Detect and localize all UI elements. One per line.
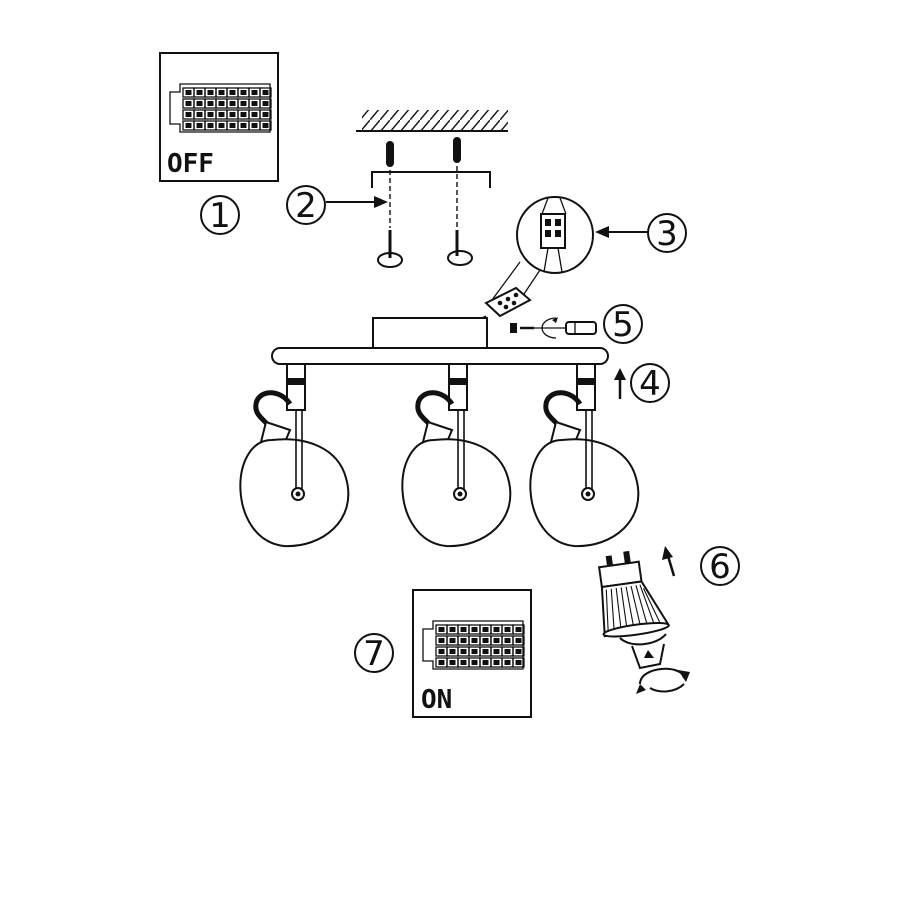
terminal-cell — [479, 624, 492, 635]
terminal-cell — [490, 657, 503, 668]
terminal-cell — [182, 120, 195, 131]
terminal-cell — [479, 646, 492, 657]
terminal-cell — [446, 635, 459, 646]
step-5-number: 5 — [612, 305, 634, 345]
terminal-cell — [446, 657, 459, 668]
terminal-cell — [237, 109, 250, 120]
on-label: ON — [421, 685, 452, 715]
step-2-number: 2 — [295, 186, 317, 226]
power-on-panel: ON — [412, 589, 532, 718]
up-arrow-icon — [662, 546, 676, 577]
power-off-panel: OFF — [159, 52, 279, 182]
terminal-cell — [501, 635, 514, 646]
terminal-cell — [204, 109, 217, 120]
spotlight-head — [529, 363, 640, 548]
step-1-marker: 1 — [200, 195, 240, 236]
terminal-cell — [215, 120, 228, 131]
terminal-cell — [435, 624, 448, 635]
terminal-cell — [248, 98, 261, 109]
terminal-cell — [204, 87, 217, 98]
rotate-arrow-icon — [636, 667, 690, 694]
step-3-number: 3 — [656, 214, 678, 254]
terminal-cell — [512, 646, 525, 657]
terminal-cell — [193, 109, 206, 120]
screw-icon — [386, 137, 461, 228]
terminal-cell — [193, 98, 206, 109]
terminal-cell — [457, 646, 470, 657]
step-4-number: 4 — [639, 364, 661, 404]
terminal-cell — [215, 98, 228, 109]
terminal-cell — [435, 646, 448, 657]
terminal-cell — [248, 87, 261, 98]
terminal-cell — [490, 624, 503, 635]
terminal-cell — [490, 646, 503, 657]
step-7-number: 7 — [363, 634, 385, 674]
terminal-cell — [193, 120, 206, 131]
terminal-cell — [501, 646, 514, 657]
step-5-marker: 5 — [510, 304, 643, 345]
terminal-cell — [226, 98, 239, 109]
terminal-cell — [248, 109, 261, 120]
terminal-cell — [479, 657, 492, 668]
terminal-cell — [512, 635, 525, 646]
terminal-cell — [512, 657, 525, 668]
terminal-block-icon — [169, 83, 272, 133]
terminal-cell — [182, 87, 195, 98]
step-7-marker: 7 — [354, 633, 394, 674]
terminal-cell — [182, 109, 195, 120]
terminal-cell — [457, 624, 470, 635]
terminal-cell — [512, 624, 525, 635]
bulb-retaining-ring — [619, 633, 667, 670]
terminal-cell — [182, 98, 195, 109]
terminal-cell — [435, 657, 448, 668]
terminal-cell — [237, 98, 250, 109]
spotlight-head — [239, 363, 350, 548]
step-2-marker: 2 — [286, 185, 388, 226]
terminal-cell — [468, 635, 481, 646]
terminal-cell — [204, 98, 217, 109]
step-1-number: 1 — [209, 196, 231, 236]
terminal-cell — [226, 87, 239, 98]
step-6-marker: 6 — [662, 546, 740, 587]
connector-icon — [477, 196, 594, 321]
ceiling-canopy — [372, 317, 488, 353]
gu10-bulb-icon — [597, 550, 670, 638]
step-4-marker: 4 — [614, 363, 670, 404]
terminal-cell — [501, 657, 514, 668]
terminal-cell — [501, 624, 514, 635]
terminal-cell — [193, 87, 206, 98]
terminal-cell — [479, 635, 492, 646]
terminal-cell — [204, 120, 217, 131]
ceiling-hatch-icon — [356, 110, 508, 132]
terminal-cell — [435, 635, 448, 646]
terminal-cell — [446, 646, 459, 657]
terminal-cell — [468, 657, 481, 668]
terminal-cell — [468, 646, 481, 657]
terminal-cell — [457, 635, 470, 646]
spotlight-head — [401, 363, 512, 548]
terminal-cell — [248, 120, 261, 131]
terminal-cell — [468, 624, 481, 635]
terminal-block-icon — [422, 620, 525, 670]
mounting-bracket — [371, 171, 491, 188]
terminal-cell — [490, 635, 503, 646]
terminal-cell — [215, 109, 228, 120]
wall-plug-icon — [377, 230, 473, 268]
terminal-cell — [226, 109, 239, 120]
terminal-cell — [226, 120, 239, 131]
terminal-cell — [237, 120, 250, 131]
terminal-cell — [215, 87, 228, 98]
terminal-cell — [446, 624, 459, 635]
off-label: OFF — [167, 149, 214, 179]
step-3-marker: 3 — [595, 213, 687, 254]
terminal-cell — [237, 87, 250, 98]
spotlight-bar — [271, 347, 609, 365]
terminal-cell — [457, 657, 470, 668]
step-6-number: 6 — [709, 547, 731, 587]
